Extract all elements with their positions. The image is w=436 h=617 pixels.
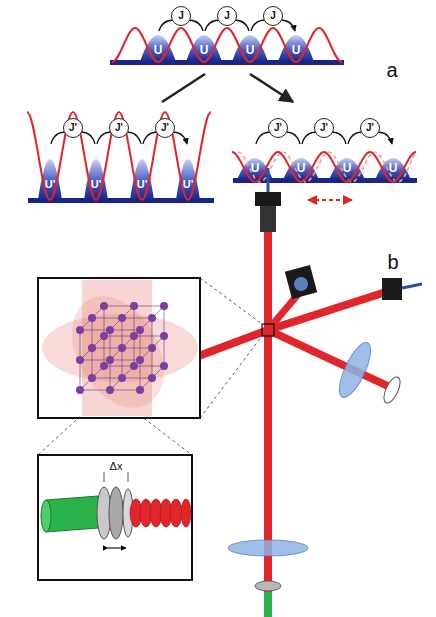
coupling-label: J' xyxy=(366,123,374,133)
inset-frame xyxy=(38,455,192,580)
lens xyxy=(333,339,376,402)
deep-lattice xyxy=(27,112,214,203)
laser-beam xyxy=(268,290,392,330)
hopping-circle: J' xyxy=(360,118,380,138)
hopping-circle: J' xyxy=(63,118,83,138)
lens xyxy=(228,540,308,556)
laser-beam xyxy=(268,330,392,388)
mirror-inset xyxy=(38,455,192,580)
lattice-grid xyxy=(80,306,164,390)
beam-cylinder xyxy=(53,280,182,424)
branch-arrow xyxy=(162,74,293,102)
site-label: U' xyxy=(183,179,194,190)
lattice-potential xyxy=(232,152,416,182)
hopping-circle: J xyxy=(217,6,237,26)
motion-arrow xyxy=(108,547,126,548)
fiber-mount xyxy=(255,192,281,206)
site-label: U' xyxy=(45,179,56,190)
site-label: U xyxy=(200,44,209,56)
fiber xyxy=(402,284,422,288)
site-label: U xyxy=(154,44,163,56)
site-label: U' xyxy=(137,179,148,190)
coupling-label: J' xyxy=(161,123,169,133)
camera xyxy=(285,265,317,299)
hopping-circle: J xyxy=(171,6,191,26)
coupling-label: J xyxy=(224,11,230,21)
shaken-lattice xyxy=(232,132,417,200)
site-label: U xyxy=(297,162,306,174)
zoom-box xyxy=(262,324,274,336)
site-label: U xyxy=(389,162,398,174)
fiber-mount xyxy=(260,206,276,232)
lattice-potential xyxy=(27,112,211,200)
laser-beam xyxy=(264,232,272,592)
coupling-label: J xyxy=(270,11,276,21)
coupling-label: J xyxy=(178,11,184,21)
shifted-potential xyxy=(238,152,416,182)
hopping-circle: J' xyxy=(109,118,129,138)
hopping-circle: J xyxy=(263,6,283,26)
site-label: U' xyxy=(91,179,102,190)
site-label: U xyxy=(292,44,301,56)
coupling-label: J' xyxy=(115,123,123,133)
site-label: U xyxy=(343,162,352,174)
coupling-label: J' xyxy=(320,123,328,133)
top-lattice xyxy=(110,20,344,65)
site-label: U xyxy=(246,44,255,56)
beam-end xyxy=(41,500,51,532)
camera-lens xyxy=(294,277,308,291)
optical-setup xyxy=(38,168,422,617)
coupling-label: J' xyxy=(69,123,77,133)
zoom-line xyxy=(38,278,262,455)
coupling-label: J' xyxy=(274,123,282,133)
standing-wave xyxy=(130,499,191,527)
mirror xyxy=(381,375,404,405)
fiber xyxy=(267,168,270,192)
mirror-disk xyxy=(109,487,123,539)
panel-letter: a xyxy=(386,60,397,80)
lattice-potential xyxy=(112,28,342,62)
density-hump xyxy=(237,158,411,180)
panel-letter: b xyxy=(387,252,398,272)
green-beam xyxy=(46,496,98,532)
density-hump xyxy=(38,159,200,200)
hopping-circle: J' xyxy=(268,118,288,138)
site-label: U xyxy=(251,162,260,174)
density-hump xyxy=(140,35,314,62)
hopping-circle: J' xyxy=(314,118,334,138)
mirror xyxy=(255,581,281,591)
green-beam xyxy=(264,592,272,617)
atoms xyxy=(76,302,168,394)
dimension-tick xyxy=(104,472,128,482)
hopping-circle: J' xyxy=(155,118,175,138)
site-label: Δx xyxy=(110,461,123,472)
fiber-mount xyxy=(382,278,402,300)
lattice-inset xyxy=(38,278,200,424)
shaking-arrow xyxy=(308,199,352,201)
